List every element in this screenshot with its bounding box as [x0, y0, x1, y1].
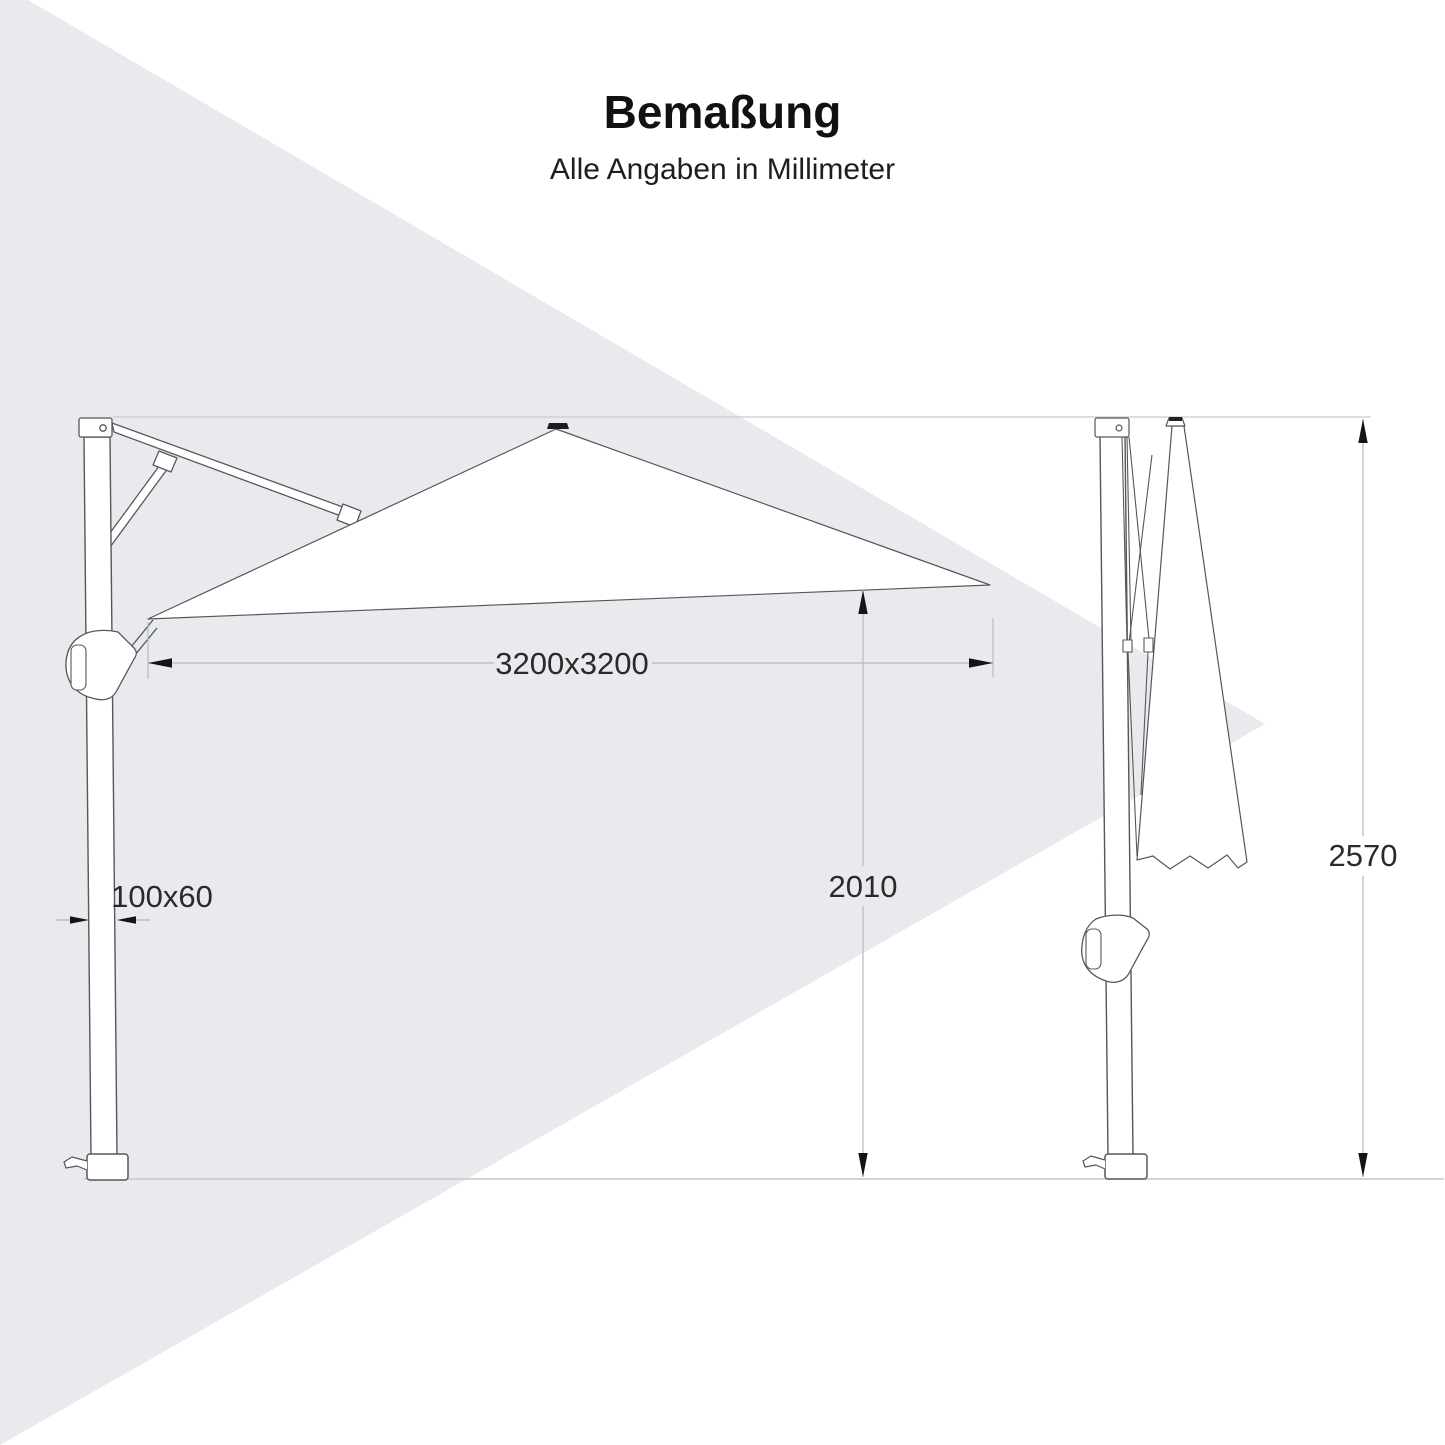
left-base-pedal	[63, 1156, 88, 1171]
dimension-canopy-size: 3200x3200	[147, 618, 994, 681]
arrow-up-icon	[858, 590, 868, 614]
dimension-total-height: 2570	[1329, 419, 1398, 1177]
arrow-left-icon	[148, 658, 172, 668]
background-wedge-shape	[0, 0, 1265, 1445]
arrow-left-icon	[117, 916, 136, 924]
clearance-height-label: 2010	[829, 869, 898, 904]
arrow-down-icon	[1358, 1153, 1368, 1177]
open-umbrella-drawing	[63, 417, 991, 1181]
canopy-size-label: 3200x3200	[495, 646, 648, 681]
mast-profile-label: 100x60	[111, 879, 213, 914]
right-crank-handle	[1085, 928, 1102, 970]
reference-lines	[84, 416, 1444, 1180]
arrow-right-icon	[969, 658, 993, 668]
left-base-plate	[86, 1153, 129, 1181]
right-mast-cap	[1094, 417, 1130, 438]
folded-canopy	[1136, 425, 1248, 870]
dimension-mast-profile: 100x60	[56, 879, 213, 924]
right-base-pedal	[1082, 1155, 1106, 1170]
left-mast-cap	[78, 417, 113, 438]
right-base-plate	[1104, 1153, 1148, 1180]
folded-umbrella-drawing	[1081, 417, 1248, 1180]
arrow-up-icon	[1358, 419, 1368, 443]
dimension-clearance-height: 2010	[829, 590, 898, 1177]
folded-ribs	[1121, 436, 1154, 857]
arrow-down-icon	[858, 1153, 868, 1177]
open-canopy	[147, 428, 991, 620]
left-crank-handle	[70, 644, 87, 691]
total-height-label: 2570	[1329, 838, 1398, 873]
arrow-right-icon	[70, 916, 89, 924]
right-mast	[1099, 435, 1134, 1157]
canopy-finial	[547, 423, 569, 429]
